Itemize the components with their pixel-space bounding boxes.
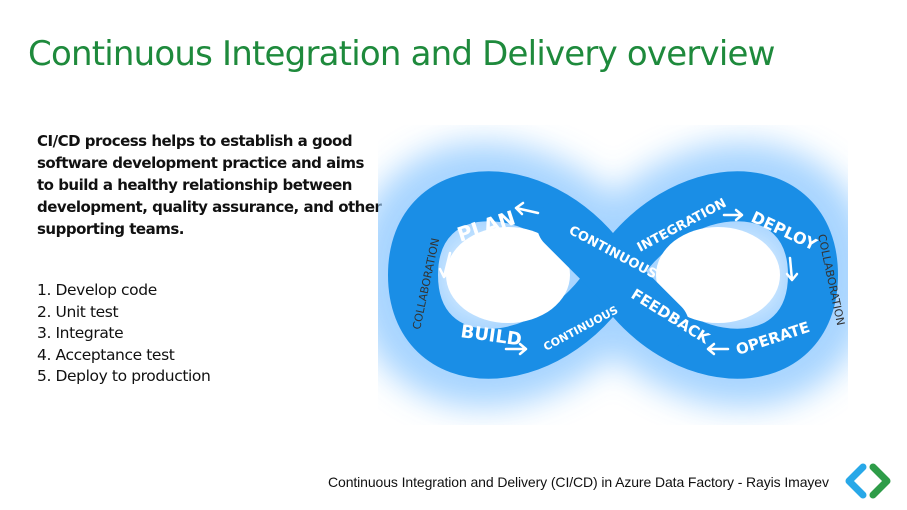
arrow-right-icon xyxy=(722,208,744,222)
steps-list: 1. Develop code 2. Unit test 3. Integrat… xyxy=(37,280,211,388)
cicd-infinity-diagram: PLAN CONTINUOUS INTEGRATION DEPLOY BUILD… xyxy=(378,142,848,408)
right-loop-hole xyxy=(656,227,780,323)
arrow-left-icon xyxy=(706,342,730,356)
intro-paragraph: CI/CD process helps to establish a good … xyxy=(37,132,382,238)
list-item: 1. Develop code xyxy=(37,281,157,299)
chevron-right-icon xyxy=(869,463,891,499)
crossing-band xyxy=(537,199,689,351)
arrow-down-icon xyxy=(785,256,799,282)
chevron-left-icon xyxy=(845,463,867,499)
arrow-left-icon xyxy=(514,201,540,216)
chevron-brackets-logo xyxy=(845,463,891,499)
list-item: 2. Unit test xyxy=(37,302,119,321)
list-item: 5. Deploy to production xyxy=(37,367,211,385)
footer-citation: Continuous Integration and Delivery (CI/… xyxy=(328,474,829,490)
list-item: 4. Acceptance test xyxy=(37,345,175,364)
arrow-down-icon xyxy=(438,251,452,279)
arrow-right-icon xyxy=(504,342,528,356)
page-title: Continuous Integration and Delivery over… xyxy=(28,34,775,74)
left-loop-hole xyxy=(446,227,570,323)
list-item: 3. Integrate xyxy=(37,324,124,342)
